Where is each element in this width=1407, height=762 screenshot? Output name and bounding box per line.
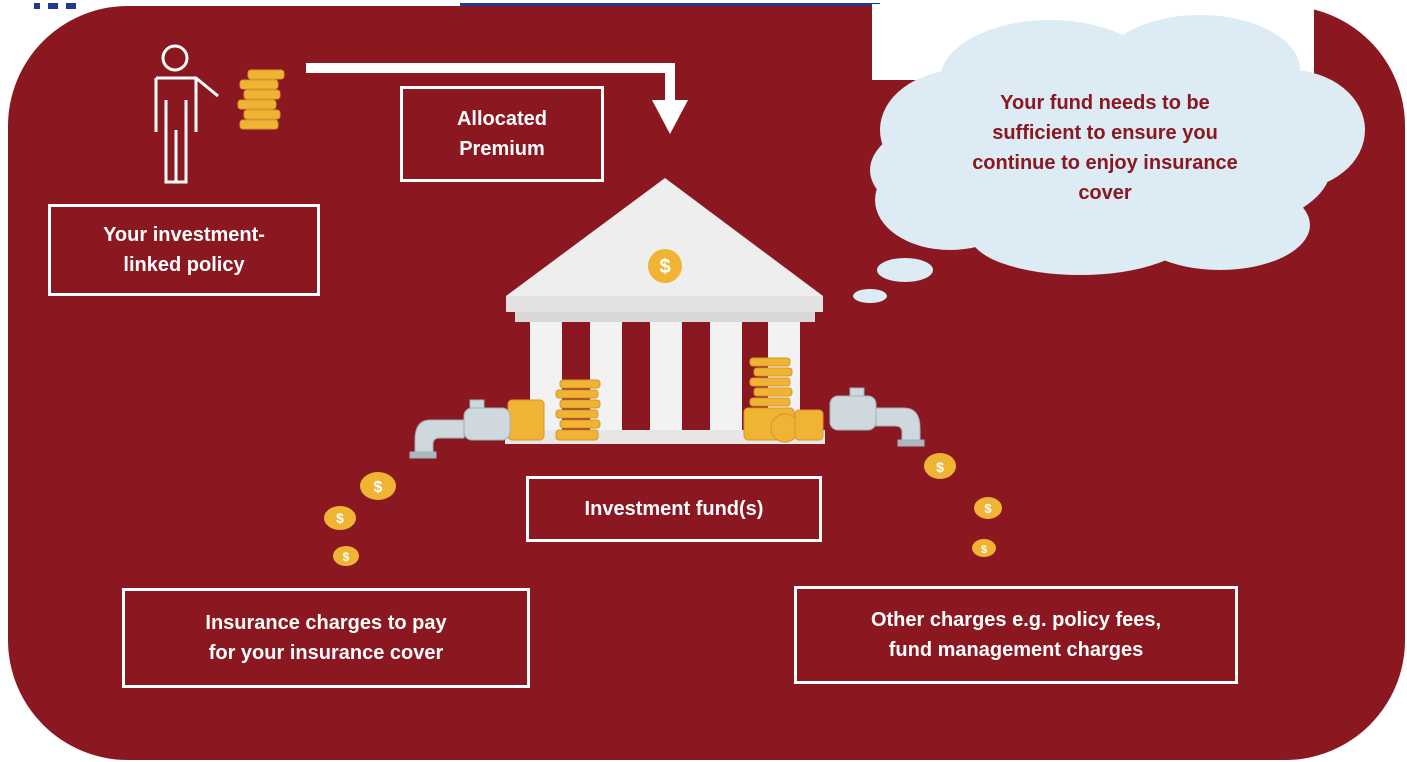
- dollar-coin-icon: $: [360, 472, 396, 500]
- svg-text:$: $: [659, 256, 670, 278]
- policy-label-line-2: linked policy: [123, 254, 245, 276]
- dollar-coin-icon: $: [972, 539, 996, 557]
- dollar-coin-icon: $: [974, 497, 1002, 519]
- allocated-premium-line-1: Allocated: [456, 108, 548, 130]
- svg-text:$: $: [984, 501, 992, 516]
- allocated-premium-label: Allocated Premium: [400, 86, 604, 182]
- policy-label: Your investment- linked policy: [48, 204, 320, 296]
- svg-text:$: $: [374, 479, 383, 496]
- svg-text:$: $: [936, 459, 944, 475]
- cloud-message-line-3: continue to enjoy insurance: [972, 152, 1238, 174]
- dollar-badge-icon: $: [648, 249, 682, 283]
- investment-funds-text: Investment fund(s): [584, 498, 764, 520]
- tap-icon: [829, 387, 925, 447]
- other-charges-label: Other charges e.g. policy fees, fund man…: [794, 586, 1238, 684]
- dollar-coin-icon: $: [924, 453, 956, 479]
- tap-icon: [409, 399, 511, 459]
- coin-stack-icon: [507, 357, 824, 443]
- policy-label-line-1: Your investment-: [103, 224, 265, 246]
- cloud-message-line-2: sufficient to ensure you: [992, 122, 1218, 144]
- cloud-message: Your fund needs to be sufficient to ensu…: [900, 88, 1310, 208]
- coin-stack-icon: [237, 69, 285, 130]
- cloud-message-line-4: cover: [1078, 182, 1132, 204]
- svg-text:$: $: [981, 544, 987, 556]
- svg-text:$: $: [343, 550, 350, 564]
- investment-funds-label: Investment fund(s): [526, 476, 822, 542]
- other-charges-line-2: fund management charges: [888, 639, 1144, 661]
- dollar-coin-icon: $: [333, 546, 359, 566]
- insurance-charges-line-2: for your insurance cover: [208, 642, 444, 664]
- other-charges-line-1: Other charges e.g. policy fees,: [870, 609, 1162, 631]
- person-icon: [154, 44, 219, 184]
- insurance-charges-label: Insurance charges to pay for your insura…: [122, 588, 530, 688]
- arrow-icon: [306, 63, 688, 134]
- cloud-message-line-1: Your fund needs to be: [1000, 92, 1210, 114]
- svg-text:$: $: [336, 510, 344, 526]
- dollar-coin-icon: $: [324, 506, 356, 530]
- allocated-premium-line-2: Premium: [459, 138, 545, 160]
- cloud-icon: [853, 4, 1365, 303]
- insurance-charges-line-1: Insurance charges to pay: [205, 612, 447, 634]
